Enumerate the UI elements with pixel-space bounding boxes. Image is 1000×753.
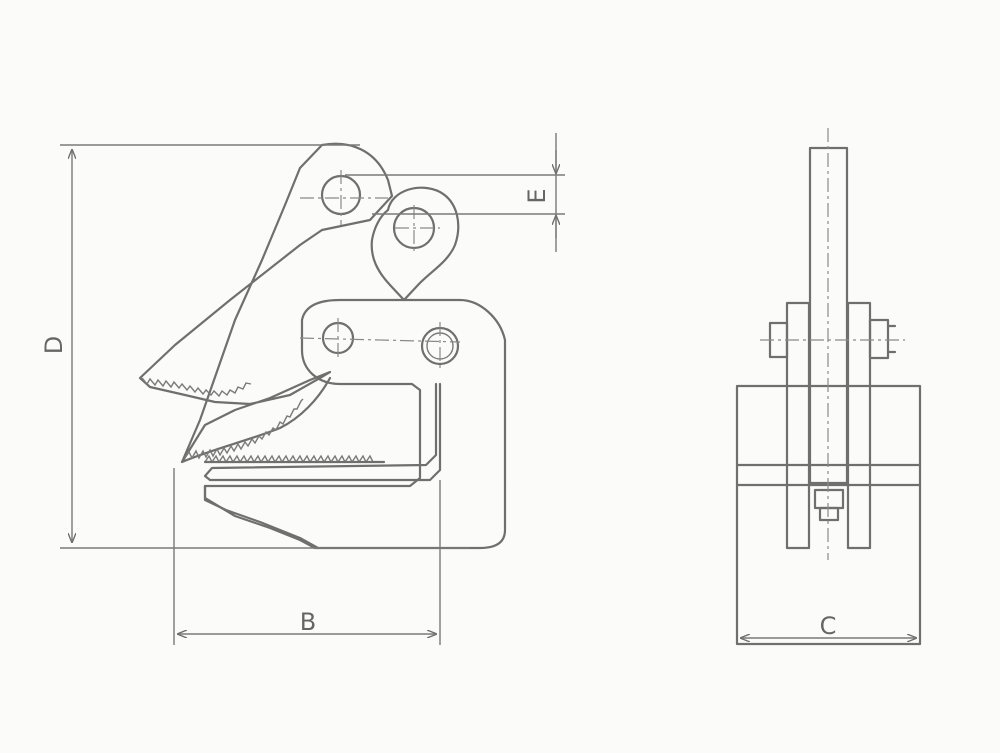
- lower-jaw: [203, 484, 320, 550]
- nut: [868, 318, 890, 360]
- left-pawl-plate: [785, 301, 811, 550]
- cam-jaw: [180, 376, 332, 464]
- jaw-slot: [203, 382, 442, 482]
- lever-teeth: [141, 377, 252, 398]
- upper-lever: [138, 142, 394, 464]
- dim-label-e: E: [523, 188, 551, 203]
- side-view: D E B: [40, 133, 565, 645]
- inner-nut: [813, 488, 845, 510]
- dim-label-d: D: [40, 336, 68, 354]
- main-body: [203, 298, 507, 550]
- dim-label-b: B: [300, 608, 316, 636]
- dim-label-c: C: [820, 612, 837, 640]
- cam-teeth: [184, 398, 304, 460]
- lifting-eye: [370, 186, 460, 302]
- front-view: C: [735, 128, 922, 646]
- right-pawl-plate: [846, 301, 872, 550]
